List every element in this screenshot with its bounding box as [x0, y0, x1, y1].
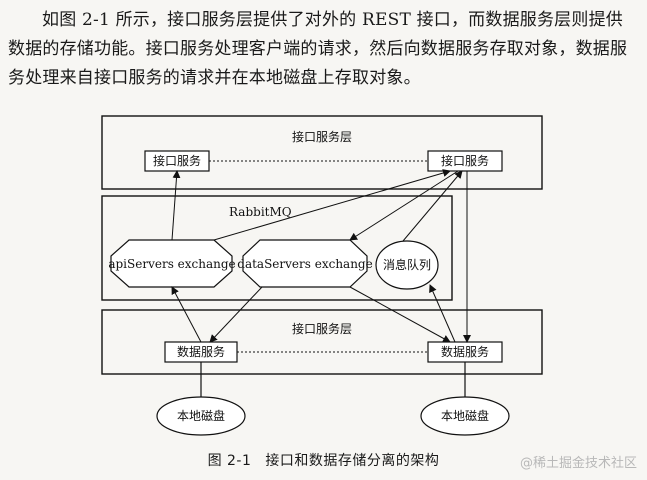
- message-queue-ellipse: [375, 240, 439, 290]
- api-exchange-to-interface-left-arrow: [171, 170, 181, 241]
- data-service-right-to-message-queue-arrow: [429, 284, 456, 343]
- interface-service-right-box: [427, 150, 503, 172]
- message-queue-to-interface-right-arrow: [402, 170, 463, 242]
- figure-caption: 图 2-1 接口和数据存储分离的架构: [0, 450, 647, 470]
- data-layer-box: [101, 309, 543, 375]
- rabbitmq-box: [101, 195, 453, 301]
- data-exchange-to-data-service-right-arrow: [349, 286, 451, 343]
- interface-service-right-label: 接口服务: [441, 153, 489, 168]
- data-layer-title: 接口服务层: [292, 321, 352, 336]
- interface-layer-box: [101, 115, 543, 190]
- local-disk-left-label: 本地磁盘: [177, 408, 225, 423]
- data-exchange-label: dataServers exchange: [237, 257, 372, 271]
- data-service-left-to-api-exchange-arrow: [171, 286, 202, 343]
- local-disk-left-ellipse: [156, 396, 246, 436]
- local-disk-right-ellipse: [420, 396, 510, 436]
- api-exchange-shape: [110, 239, 233, 288]
- local-disk-right-label: 本地磁盘: [441, 408, 489, 423]
- data-exchange-to-data-service-left-arrow: [209, 286, 263, 343]
- api-exchange-label: apiServers exchange: [108, 257, 235, 271]
- message-queue-label: 消息队列: [383, 257, 431, 272]
- data-service-left-label: 数据服务: [177, 344, 225, 359]
- figure-number: 图 2-1: [207, 453, 252, 469]
- rabbitmq-title: RabbitMQ: [229, 205, 292, 219]
- figure-title: 接口和数据存储分离的架构: [265, 453, 440, 469]
- interface-right-to-data-exchange-arrow: [349, 170, 459, 241]
- data-service-right-label: 数据服务: [441, 344, 489, 359]
- body-paragraph: 如图 2-1 所示，接口服务层提供了对外的 REST 接口，而数据服务层则提供数…: [8, 10, 628, 88]
- interface-service-left-label: 接口服务: [153, 153, 201, 168]
- interface-layer-title: 接口服务层: [292, 129, 352, 144]
- watermark: @稀土掘金技术社区: [519, 456, 637, 471]
- api-exchange-to-interface-right-arrow: [213, 169, 451, 241]
